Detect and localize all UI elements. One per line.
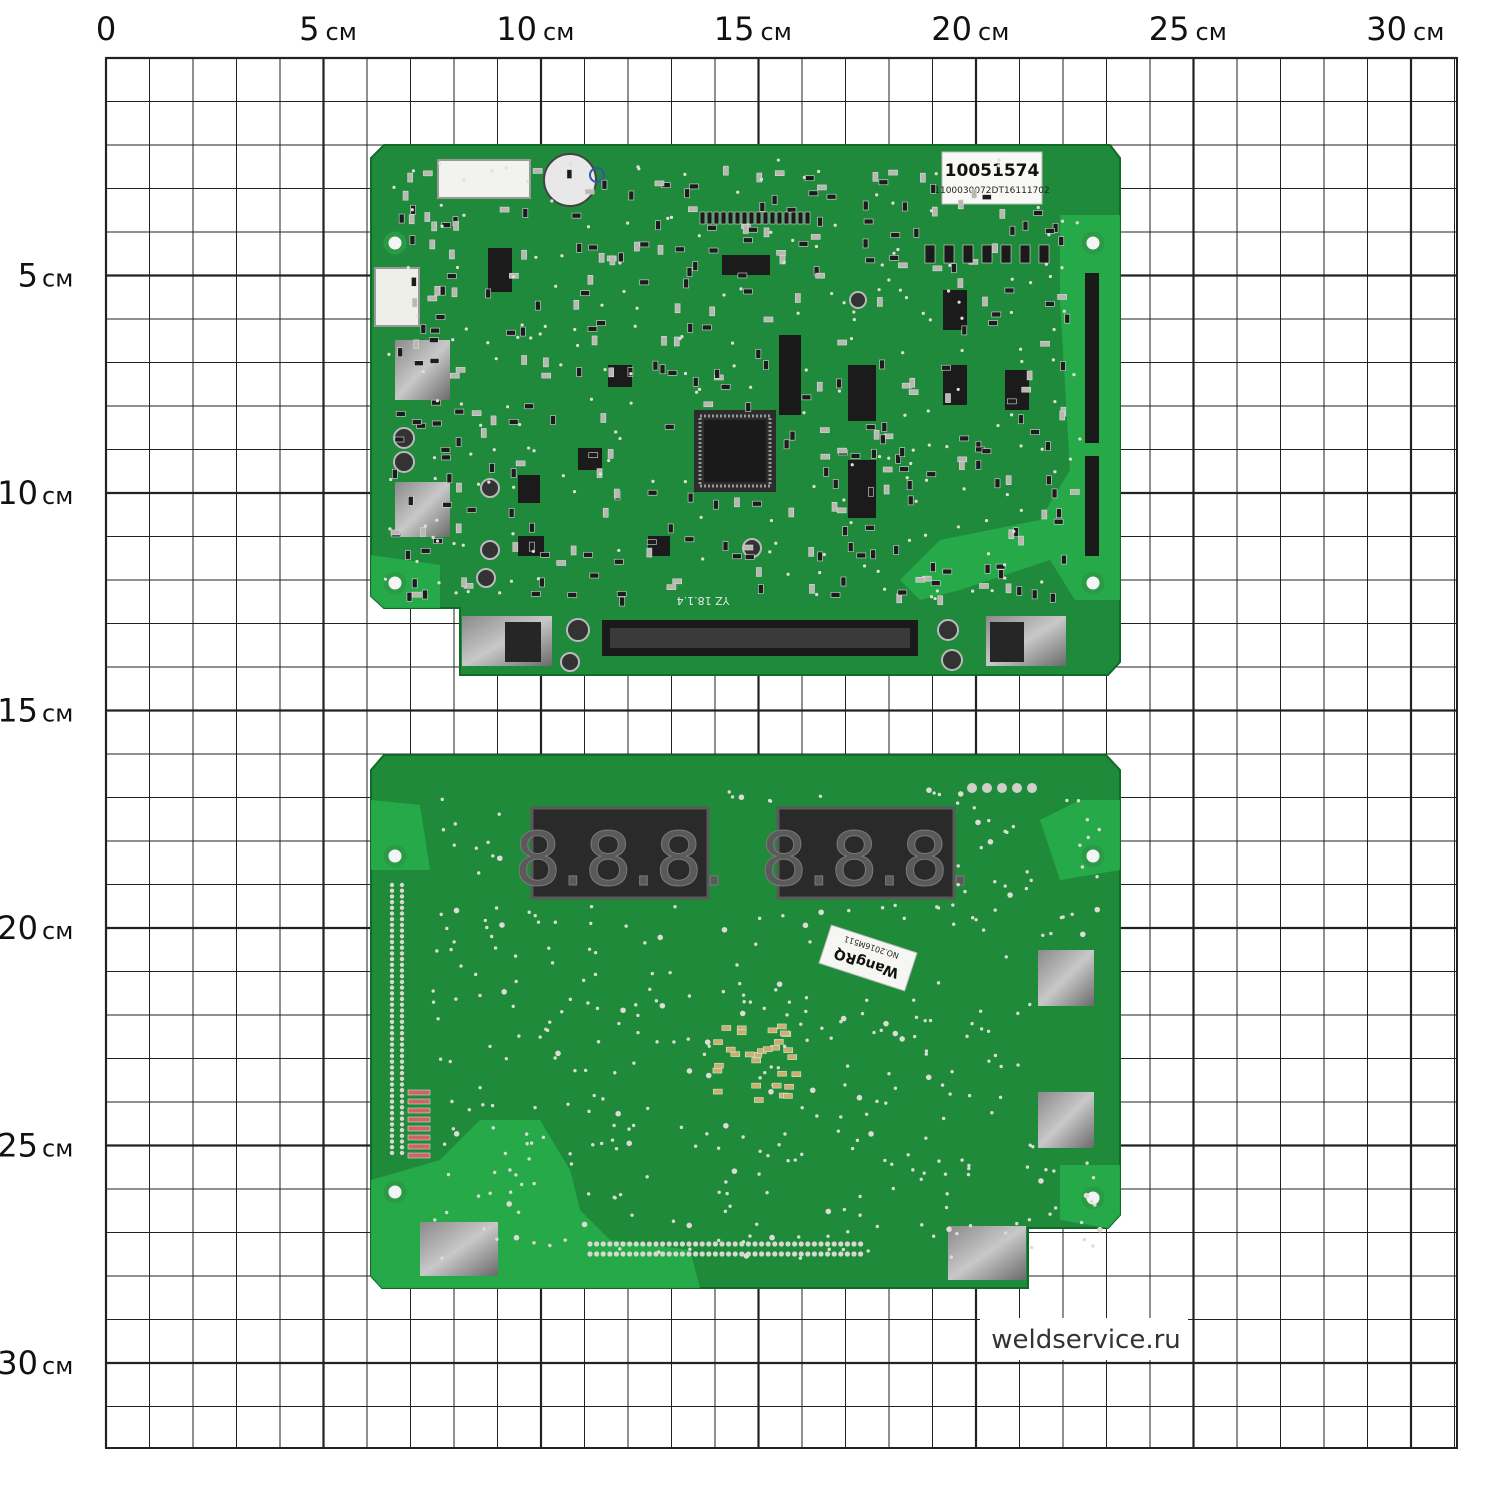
svg-text:20: 20 [931, 10, 972, 48]
svg-text:25: 25 [0, 1127, 38, 1165]
part-number-sticker: 10051574 1100030072DT16111702 [934, 151, 1050, 205]
microcontroller-chip [694, 410, 776, 492]
svg-text:см: см [761, 18, 792, 46]
pin-header-right-2 [1085, 456, 1099, 556]
svg-text:см: см [1196, 18, 1227, 46]
watermark: weldservice.ru [980, 1318, 1188, 1360]
svg-text:8.8.8.: 8.8.8. [760, 817, 972, 903]
part-number-sub: 1100030072DT16111702 [934, 186, 1050, 196]
ruler-x-label: 0 [96, 10, 116, 48]
connector-white-4pin [437, 159, 531, 199]
svg-text:5: 5 [299, 10, 319, 48]
mounting-holes-top [383, 231, 1105, 595]
svg-text:см: см [42, 265, 73, 293]
manufacturer-sticker: WangRQ NO.2016M511 [818, 924, 918, 992]
svg-text:см: см [42, 917, 73, 945]
solder-dots-bottom [431, 787, 1103, 1260]
through-hole-pin-rows [389, 783, 1037, 1257]
svg-text:8.8.8.: 8.8.8. [514, 817, 726, 903]
svg-text:15: 15 [714, 10, 755, 48]
mounting-holes-bottom [383, 844, 1105, 1210]
svg-text:weldservice.ru: weldservice.ru [991, 1325, 1181, 1355]
svg-text:15: 15 [0, 692, 38, 730]
svg-text:см: см [42, 700, 73, 728]
svg-text:см: см [326, 18, 357, 46]
svg-text:см: см [1413, 18, 1444, 46]
svg-text:10: 10 [496, 10, 537, 48]
regulator-pad-1 [395, 340, 450, 400]
connector-white-2pin [374, 267, 420, 327]
buzzer [543, 153, 597, 207]
svg-text:10: 10 [0, 474, 38, 512]
solder-pad-1 [1038, 950, 1094, 1006]
capacitors-top [393, 291, 963, 672]
solder-pad-4 [948, 1226, 1026, 1280]
svg-text:0: 0 [96, 10, 116, 48]
pin-header-vertical-a [779, 335, 801, 415]
control-board-top: 10051574 1100030072DT16111702 [370, 144, 1121, 676]
smd-components-top [383, 158, 1082, 607]
seven-segment-display-right: 8.8.8. [760, 806, 972, 904]
display-board-bottom: 8.8.8. 8.8.8. WangRQ NO.2016M511 [370, 754, 1121, 1289]
svg-text:20: 20 [0, 909, 38, 947]
solder-pad-2 [1038, 1092, 1094, 1148]
svg-text:см: см [543, 18, 574, 46]
svg-text:30: 30 [0, 1344, 38, 1382]
part-number-main: 10051574 [945, 161, 1040, 181]
ribbon-connector [602, 620, 918, 656]
svg-text:см: см [42, 482, 73, 510]
ic-chips-top [488, 248, 1029, 556]
svg-text:см: см [978, 18, 1009, 46]
svg-text:5: 5 [18, 257, 38, 295]
svg-text:25: 25 [1149, 10, 1190, 48]
svg-text:30: 30 [1366, 10, 1407, 48]
svg-text:см: см [42, 1135, 73, 1163]
seven-segment-display-left: 8.8.8. [514, 806, 726, 904]
board-silkscreen: YZ 18.1.4 [677, 594, 731, 607]
svg-text:см: см [42, 1352, 73, 1380]
solder-pad-3 [420, 1222, 498, 1276]
pin-header-right-1 [1085, 273, 1099, 443]
